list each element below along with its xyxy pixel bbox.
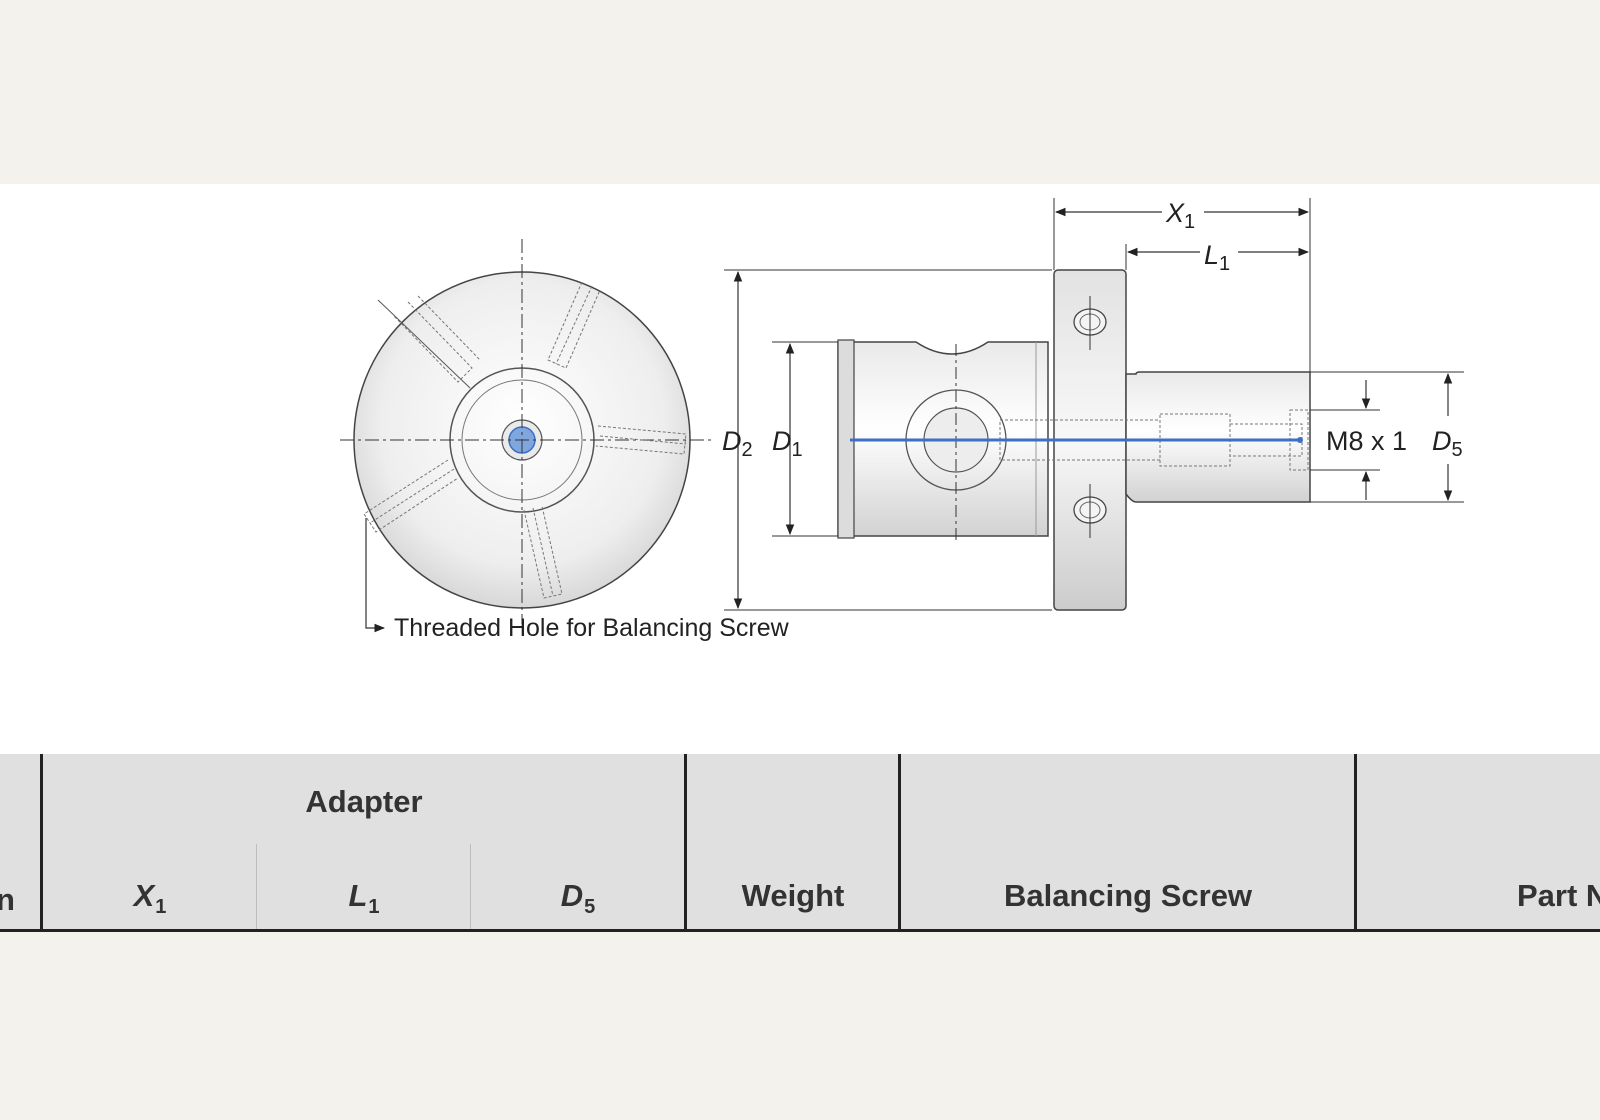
col-header-weight: Weight xyxy=(741,878,845,913)
subcol-divider xyxy=(256,844,257,929)
balancing-hole-3 xyxy=(595,425,687,455)
col-header-cut: n xyxy=(0,882,15,917)
col-header-part-number: Part N xyxy=(1517,878,1600,913)
balancing-hole-1 xyxy=(393,295,481,383)
thread-label: M8 x 1 xyxy=(1326,426,1407,456)
col-divider xyxy=(1354,754,1357,929)
subcol-divider xyxy=(470,844,471,929)
balancing-hole-4 xyxy=(363,459,459,533)
side-shank xyxy=(1125,371,1311,503)
d5-label: D5 xyxy=(1432,426,1463,461)
balancing-hole-5 xyxy=(523,505,563,599)
col-divider xyxy=(898,754,901,929)
caption-text: Threaded Hole for Balancing Screw xyxy=(394,614,790,642)
axis-end xyxy=(1297,437,1303,443)
group-header-adapter: Adapter xyxy=(305,784,423,819)
l1-label: L1 xyxy=(1204,240,1230,275)
d2-label: D2 xyxy=(722,426,753,461)
col-header-balancing-screw: Balancing Screw xyxy=(1003,878,1253,913)
technical-drawing: Threaded Hole for Balancing Screw xyxy=(340,198,1464,642)
figure-panel: Threaded Hole for Balancing Screw xyxy=(0,184,1600,754)
front-view: Threaded Hole for Balancing Screw xyxy=(340,239,790,642)
col-header-x1: X1 xyxy=(133,878,167,918)
col-divider xyxy=(40,754,43,929)
col-divider xyxy=(684,754,687,929)
col-header-d5: D5 xyxy=(560,878,596,918)
col-header-l1: L1 xyxy=(348,878,380,918)
d1-label: D1 xyxy=(772,426,803,461)
hole-leader-diag xyxy=(377,299,471,389)
caption-leader xyxy=(365,518,386,633)
spec-table-header: n Adapter X1 L1 D5 Weight Balancing Scre… xyxy=(0,754,1600,932)
side-view: D2 D1 X1 L1 M8 x 1 xyxy=(722,198,1464,611)
balancing-hole-2 xyxy=(547,281,601,369)
x1-label: X1 xyxy=(1165,198,1195,233)
